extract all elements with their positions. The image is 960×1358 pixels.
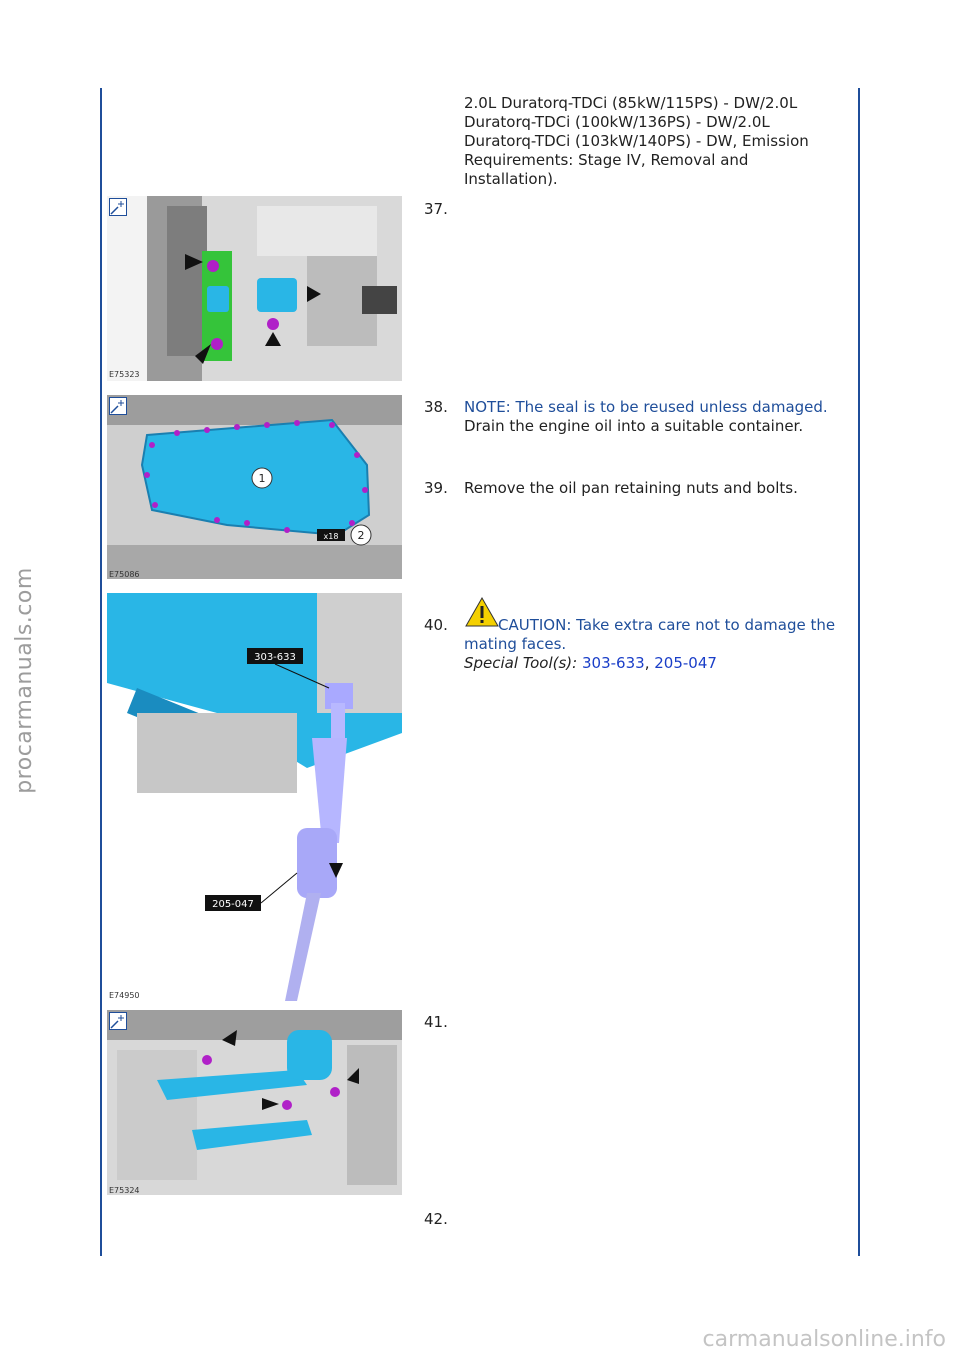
caution-text: CAUTION: Take extra care not to damage t… [464, 616, 836, 653]
step-number: 37. [424, 200, 448, 218]
figure-code: E75086 [109, 570, 140, 579]
tool-callout-303-633: 303-633 [254, 652, 296, 663]
figure-step-38: 1 2 x18 [107, 395, 402, 579]
watermark-footer: carmanualsonline.info [702, 1327, 946, 1352]
tool-separator: , [644, 654, 650, 672]
figure-step-40: 303-633 205-047 [107, 593, 402, 1001]
callout-1: 1 [259, 472, 266, 485]
figure-step-37 [107, 196, 402, 381]
step-38-text: NOTE: The seal is to be reused unless da… [464, 398, 844, 436]
step-number: 38. [424, 398, 448, 416]
watermark-side: procarmanuals.com [11, 566, 37, 794]
zoom-icon[interactable] [109, 1012, 127, 1030]
left-margin-rule [100, 88, 102, 1256]
note-text: NOTE: The seal is to be reused unless da… [464, 398, 828, 416]
tool-link-205-047[interactable]: 205-047 [654, 654, 717, 672]
warning-icon [465, 596, 499, 631]
callout-count: x18 [324, 532, 339, 541]
zoom-icon[interactable] [109, 198, 127, 216]
step-number: 42. [424, 1210, 448, 1228]
step-number: 40. [424, 616, 448, 634]
figure-code: E74950 [109, 991, 140, 1000]
step-number: 39. [424, 479, 448, 497]
right-margin-rule [858, 88, 860, 1256]
tool-link-303-633[interactable]: 303-633 [582, 654, 645, 672]
tool-callout-205-047: 205-047 [212, 899, 254, 910]
instruction-text: Remove the oil pan retaining nuts and bo… [464, 479, 798, 497]
instruction-text: Drain the engine oil into a suitable con… [464, 417, 804, 435]
callout-2: 2 [358, 529, 365, 542]
zoom-icon[interactable] [109, 397, 127, 415]
special-tools: Special Tool(s): 303-633, 205-047 [464, 654, 844, 673]
step-number: 41. [424, 1013, 448, 1031]
step-40-text: CAUTION: Take extra care not to damage t… [464, 616, 844, 673]
figure-code: E75324 [109, 1186, 140, 1195]
figure-code: E75323 [109, 370, 140, 379]
special-tools-label: Special Tool(s): [464, 654, 578, 672]
intro-reference-text: 2.0L Duratorq-TDCi (85kW/115PS) - DW/2.0… [464, 94, 809, 188]
figure-step-41 [107, 1010, 402, 1195]
